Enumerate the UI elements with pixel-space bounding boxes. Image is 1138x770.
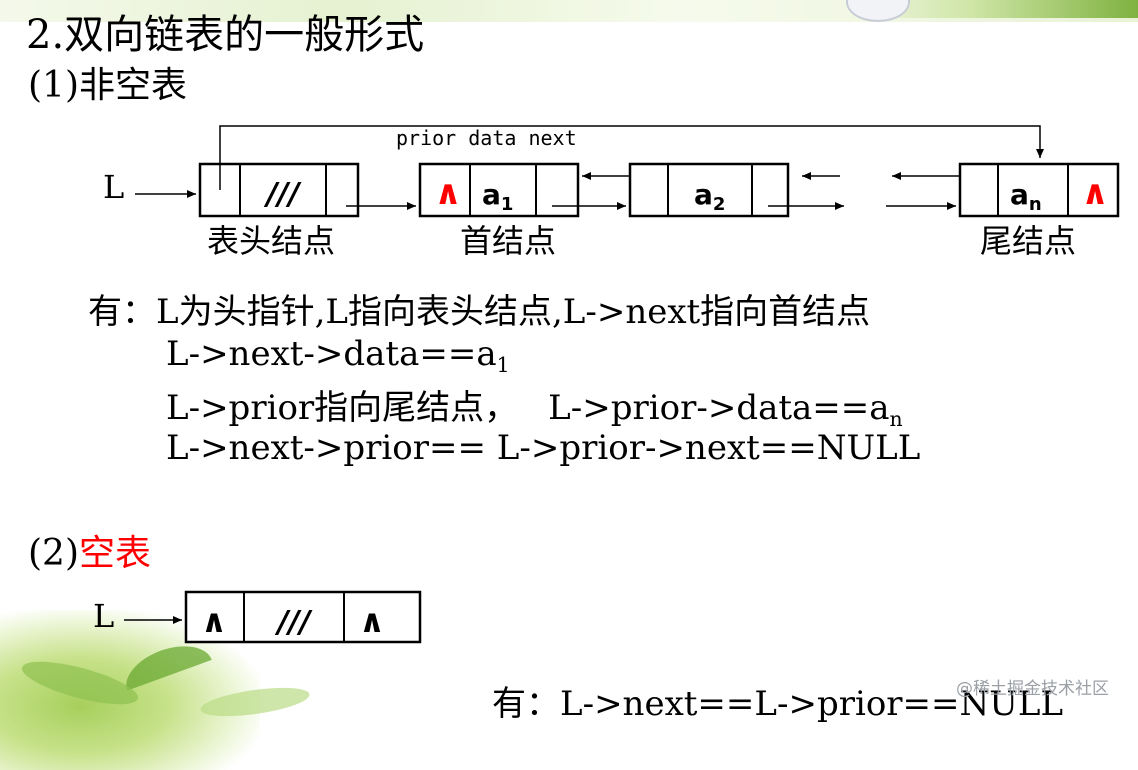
section-nonempty-label: (1)非空表 xyxy=(28,65,187,106)
empty-list-diagram: L ∧ /// ∧ xyxy=(93,590,422,644)
second-data-cell: a2 xyxy=(694,178,725,215)
note-line-2: L->next->data==a1 xyxy=(166,334,510,378)
first-data-cell: a1 xyxy=(482,178,513,215)
head-node-caption: 表头结点 xyxy=(207,222,336,260)
field-labels: prior data next xyxy=(396,126,577,150)
note-line-3: L->prior指向尾结点，L->prior->data==an xyxy=(166,388,903,432)
second-node: a2 xyxy=(628,162,790,218)
head-node: /// xyxy=(198,162,360,218)
tail-node: an ∧ xyxy=(958,162,1120,218)
top-right-decoration xyxy=(858,0,1138,18)
first-node-caption: 首结点 xyxy=(460,222,557,260)
head-data-cell: /// xyxy=(264,177,303,212)
null-prior-mark: ∧ xyxy=(201,602,227,640)
null-prior-mark: ∧ xyxy=(434,173,462,213)
nonempty-list-diagram: L prior data next /// ∧ a1 a2 a xyxy=(103,125,1120,218)
circular-link-arrow xyxy=(219,125,1044,190)
first-node: ∧ a1 xyxy=(418,162,580,218)
slide-heading: 2.双向链表的一般形式 xyxy=(26,12,425,58)
empty-data-cell: /// xyxy=(275,605,314,640)
note-line-1: 有：L为头指针,L指向表头结点,L->next指向首结点 xyxy=(88,292,871,332)
null-next-mark: ∧ xyxy=(1081,173,1109,213)
list-pointer-label: L xyxy=(103,168,124,206)
list-pointer-label: L xyxy=(93,597,114,635)
watermark-text: @稀土掘金技术社区 xyxy=(956,679,1109,699)
note-line-4: L->next->prior== L->prior->next==NULL xyxy=(166,428,921,468)
empty-head-node: ∧ /// ∧ xyxy=(184,590,422,644)
section-empty-label: (2)空表 xyxy=(28,533,152,574)
tail-node-caption: 尾结点 xyxy=(980,222,1077,260)
tail-data-cell: an xyxy=(1010,178,1042,215)
null-next-mark: ∧ xyxy=(359,602,385,640)
